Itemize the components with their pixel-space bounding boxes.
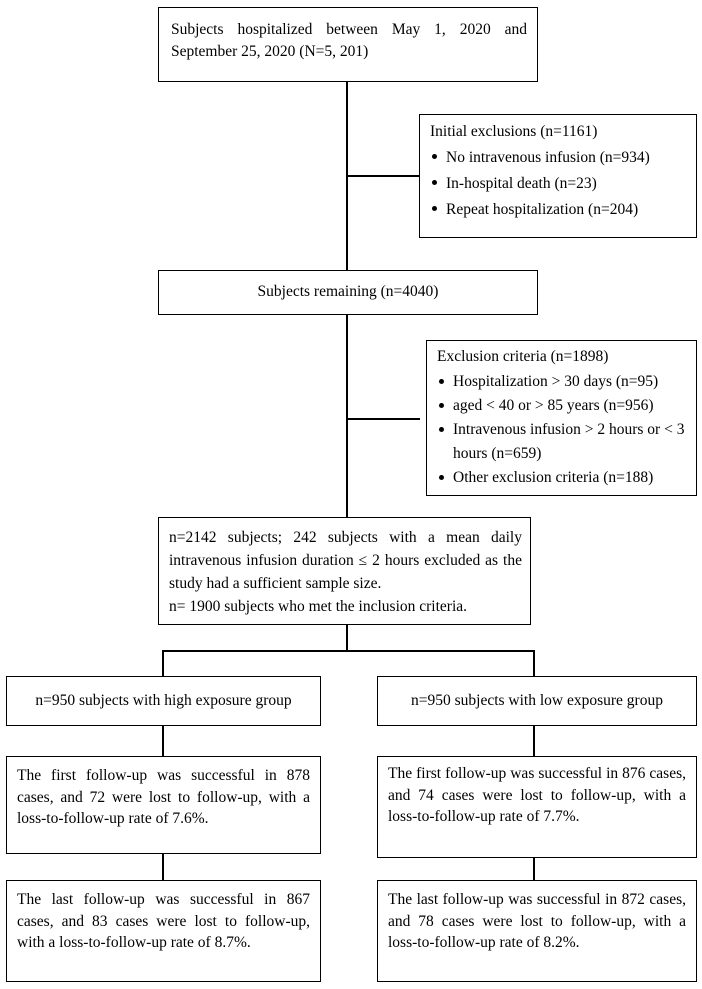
- box-remaining: Subjects remaining (n=4040): [158, 270, 538, 315]
- box-low-last-followup: The last follow-up was successful in 872…: [377, 880, 697, 982]
- connector-exclusion-criteria: [346, 418, 420, 420]
- connector-branch-left: [162, 650, 164, 676]
- box-inclusion: n=2142 subjects; 242 subjects with a mea…: [158, 517, 531, 625]
- connector-low-2: [533, 858, 535, 880]
- connector-high-2: [162, 854, 164, 880]
- inclusion-line2: n= 1900 subjects who met the inclusion c…: [169, 598, 468, 615]
- connector-high-1: [162, 726, 164, 756]
- connector-branch: [162, 650, 534, 652]
- connector-main-2: [346, 315, 348, 517]
- list-item: Intravenous infusion > 2 hours or < 3 ho…: [437, 418, 690, 466]
- connector-branch-right: [533, 650, 535, 676]
- bullet-icon: [432, 154, 437, 159]
- high-exposure-label: n=950 subjects with high exposure group: [35, 692, 292, 709]
- box-low-first-followup: The first follow-up was successful in 87…: [377, 756, 697, 858]
- box-initial-exclusions: Initial exclusions (n=1161) No intraveno…: [419, 114, 697, 238]
- initial-exclusions-list: No intravenous infusion (n=934) In-hospi…: [430, 145, 688, 223]
- start-text: Subjects hospitalized between May 1, 202…: [171, 21, 527, 60]
- list-item: Other exclusion criteria (n=188): [437, 466, 690, 490]
- exclusion-criteria-title: Exclusion criteria (n=1898): [437, 348, 609, 365]
- box-exclusion-criteria: Exclusion criteria (n=1898) Hospitalizat…: [426, 340, 697, 496]
- high-last-followup-text: The last follow-up was successful in 867…: [17, 891, 310, 951]
- inclusion-line1: n=2142 subjects; 242 subjects with a mea…: [169, 529, 522, 592]
- list-item: No intravenous infusion (n=934): [430, 145, 688, 171]
- box-high-exposure: n=950 subjects with high exposure group: [6, 676, 321, 726]
- initial-exclusions-title: Initial exclusions (n=1161): [430, 123, 598, 140]
- high-first-followup-text: The first follow-up was successful in 87…: [17, 767, 310, 827]
- bullet-icon: [432, 206, 437, 211]
- connector-low-1: [533, 726, 535, 756]
- low-first-followup-text: The first follow-up was successful in 87…: [388, 765, 686, 825]
- bullet-icon: [432, 180, 437, 185]
- remaining-text: Subjects remaining (n=4040): [257, 283, 439, 300]
- bullet-icon: [439, 379, 444, 384]
- list-item: Repeat hospitalization (n=204): [430, 197, 688, 223]
- list-item: Hospitalization > 30 days (n=95): [437, 370, 690, 394]
- list-item: aged < 40 or > 85 years (n=956): [437, 394, 690, 418]
- bullet-icon: [439, 475, 444, 480]
- bullet-icon: [439, 427, 444, 432]
- low-exposure-label: n=950 subjects with low exposure group: [411, 692, 663, 709]
- box-high-last-followup: The last follow-up was successful in 867…: [6, 880, 321, 982]
- connector-main-3: [346, 625, 348, 650]
- box-low-exposure: n=950 subjects with low exposure group: [377, 676, 697, 726]
- connector-initial-exclusions: [346, 175, 420, 177]
- exclusion-criteria-list: Hospitalization > 30 days (n=95) aged < …: [437, 370, 690, 490]
- box-high-first-followup: The first follow-up was successful in 87…: [6, 756, 321, 854]
- low-last-followup-text: The last follow-up was successful in 872…: [388, 891, 686, 951]
- box-start: Subjects hospitalized between May 1, 202…: [158, 7, 538, 82]
- bullet-icon: [439, 403, 444, 408]
- list-item: In-hospital death (n=23): [430, 171, 688, 197]
